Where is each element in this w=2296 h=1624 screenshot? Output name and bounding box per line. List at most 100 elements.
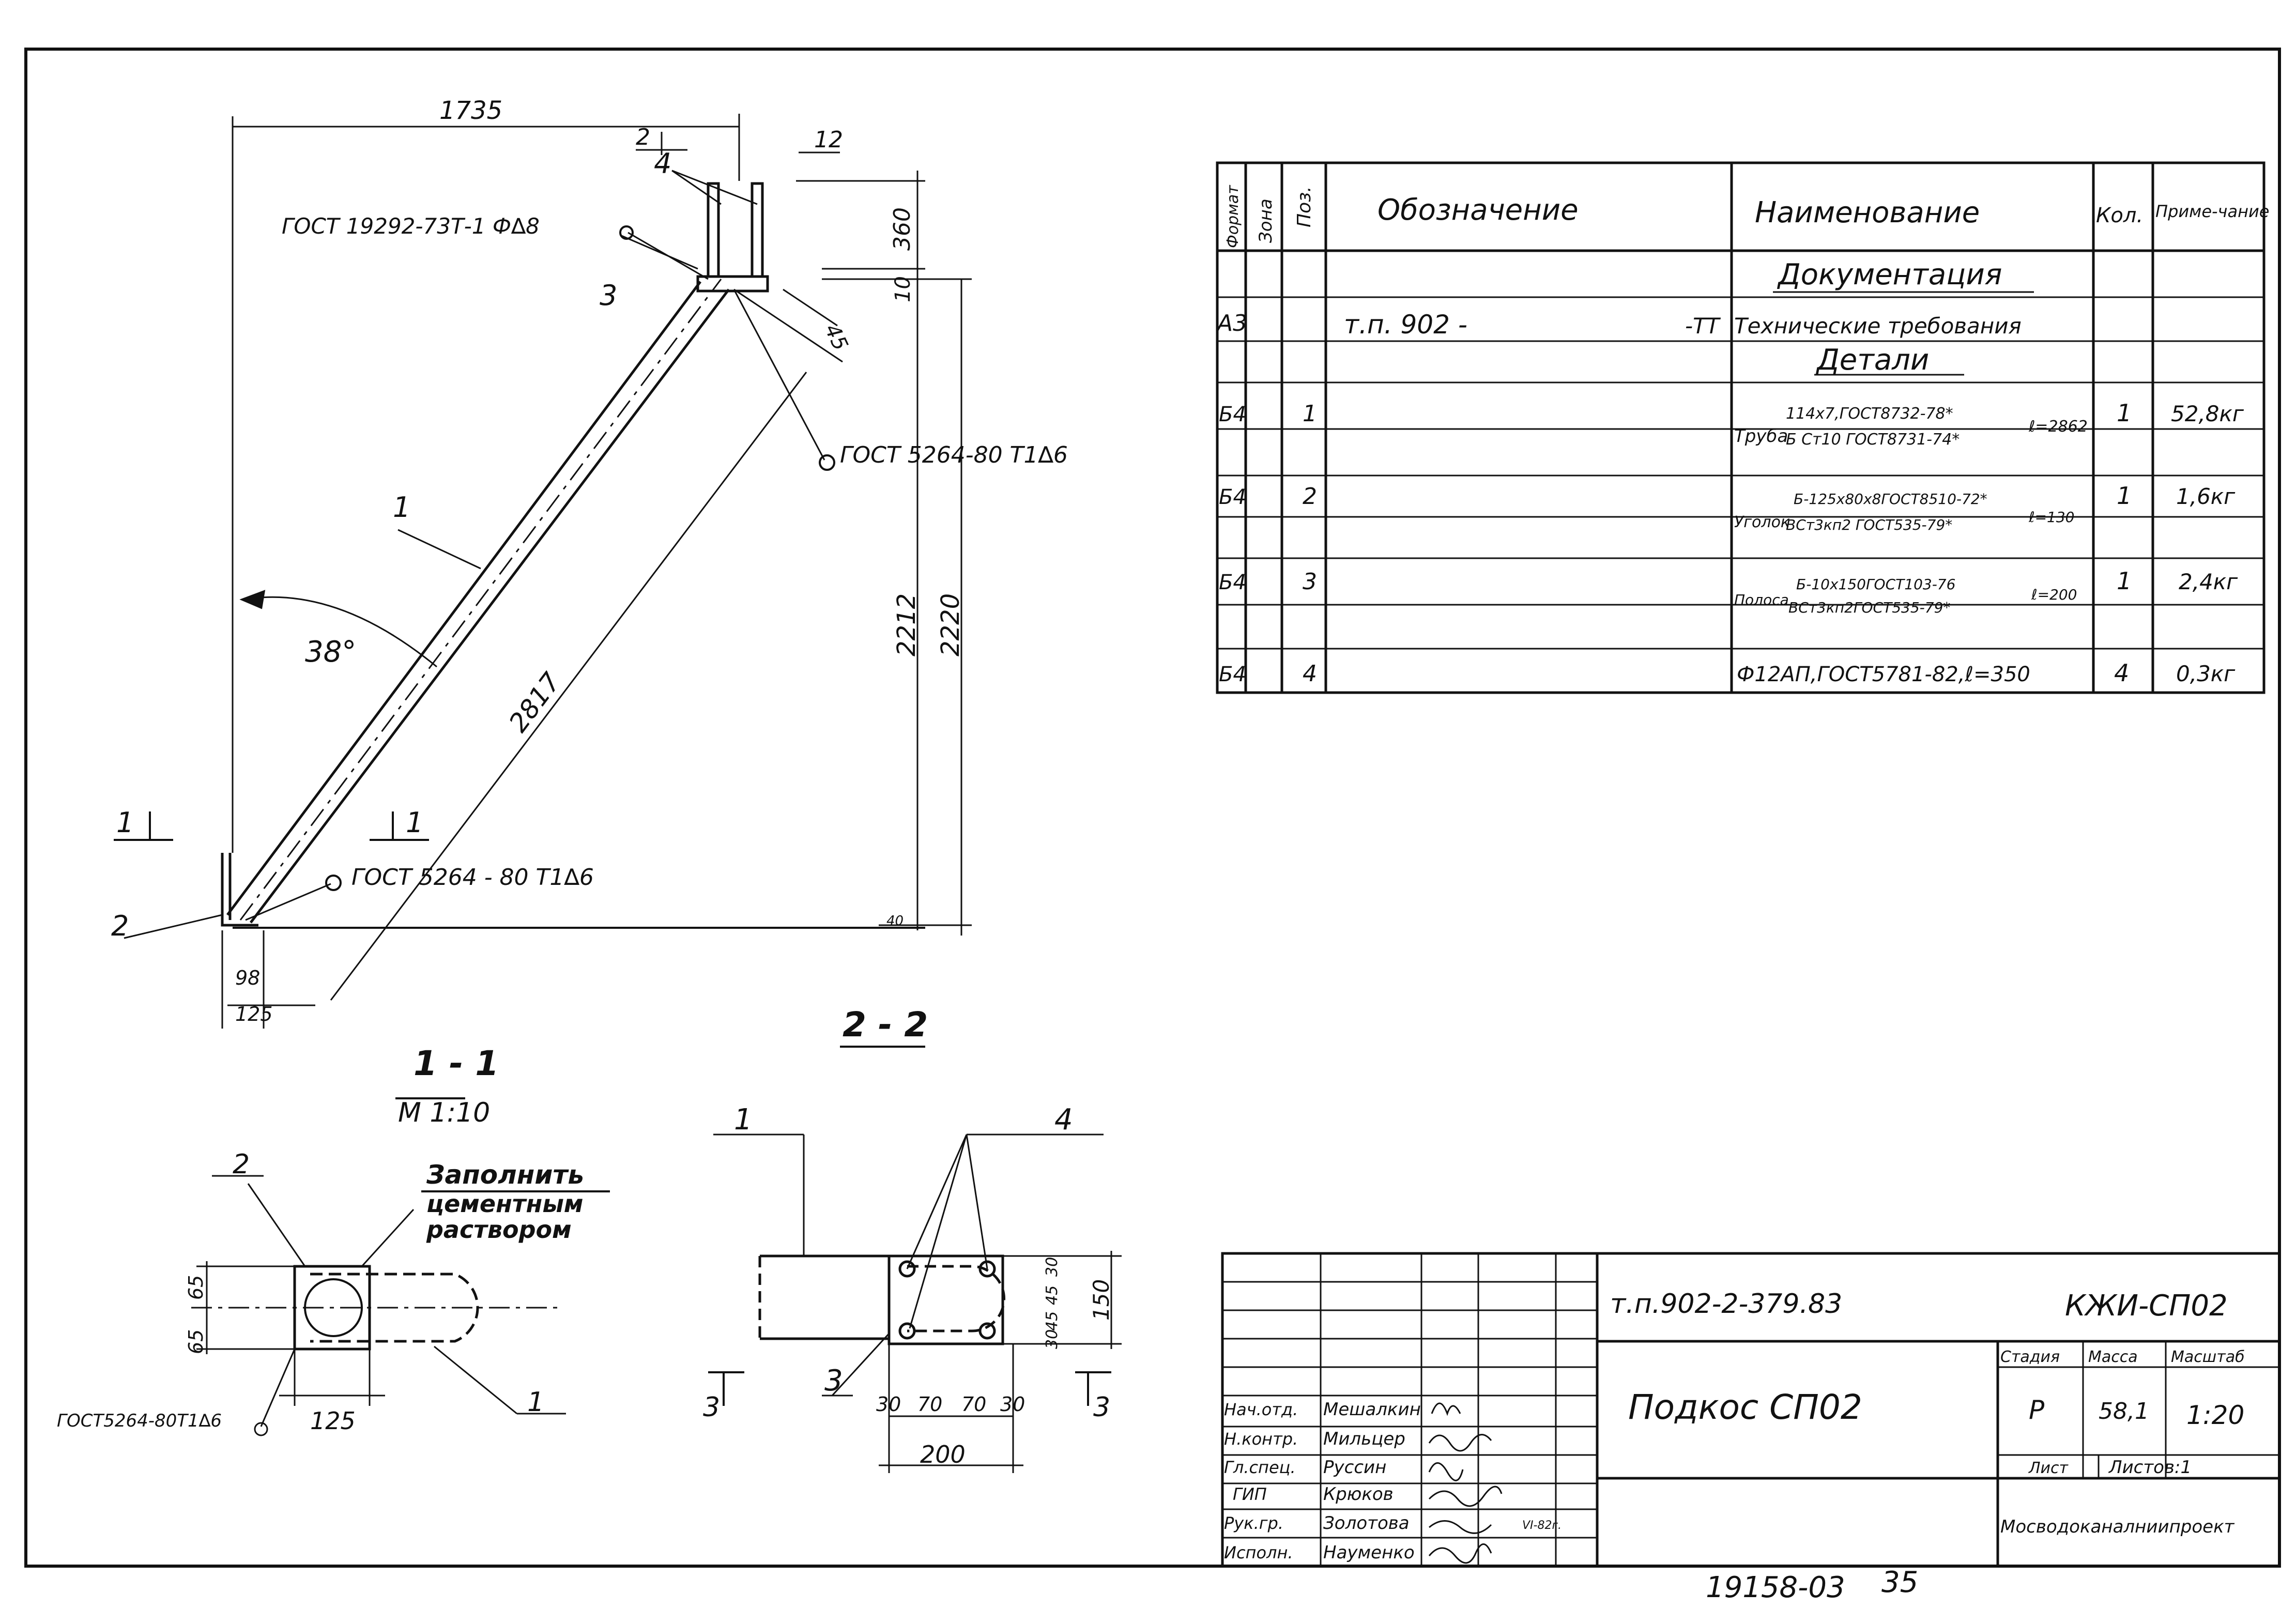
section-1-1-note-2: цементным bbox=[426, 1190, 584, 1218]
spec-row4-note: 0,3кг bbox=[2176, 661, 2236, 686]
dim-1735: 1735 bbox=[439, 96, 502, 125]
title-block-sheet-code: КЖИ-СП02 bbox=[2065, 1289, 2228, 1323]
title-block-title: Подкос СП02 bbox=[1628, 1387, 1862, 1427]
spec-row3-pos: 3 bbox=[1303, 569, 1317, 595]
title-block-sheet-label: Лист bbox=[2028, 1459, 2069, 1477]
section-2-2-pos1: 1 bbox=[734, 1103, 753, 1137]
spec-row2-pos: 2 bbox=[1303, 483, 1317, 510]
section-1-1-dim-65a: 65 bbox=[185, 1329, 207, 1354]
spec-row2-qty: 1 bbox=[2117, 482, 2132, 510]
spec-row1-pos: 1 bbox=[1303, 401, 1317, 427]
spec-header-zone: Зона bbox=[1256, 198, 1276, 243]
pos-label-4: 4 bbox=[654, 147, 671, 180]
person-name-6: Науменко bbox=[1323, 1542, 1415, 1563]
spec-header-pos: Поз. bbox=[1294, 186, 1315, 227]
spec-row3-format: Б4 bbox=[1219, 571, 1246, 594]
elevation-labels: 1735 2 12 360 10 2212 2220 45 2817 38° 9… bbox=[111, 96, 1068, 1025]
spec-header-name: Наименование bbox=[1755, 196, 1980, 229]
section-1-1-weld: ГОСТ5264-80Т1∆6 bbox=[57, 1411, 222, 1431]
weld-callout-top: ГОСТ 19292-73Т-1 Ф∆8 bbox=[282, 213, 540, 239]
person-role-2: Н.контр. bbox=[1224, 1429, 1298, 1449]
dim-40: 40 bbox=[886, 913, 904, 929]
section-1-1-pos2: 2 bbox=[233, 1149, 250, 1180]
section-2-2-dim-v2: 45 bbox=[1043, 1285, 1061, 1305]
section-mark-left: 1 bbox=[116, 806, 134, 839]
spec-doc-format: А3 bbox=[1216, 310, 1247, 336]
spec-row4-qty: 4 bbox=[2114, 659, 2129, 687]
person-name-3: Руссин bbox=[1323, 1457, 1386, 1478]
spec-header-note: Приме-чание bbox=[2155, 202, 2269, 221]
section-1-1-note-1: Заполнить bbox=[426, 1160, 584, 1190]
section-2-2-dim-70a: 70 bbox=[917, 1393, 942, 1416]
spec-row1-note: 52,8кг bbox=[2171, 401, 2244, 426]
section-2-2-dim-200: 200 bbox=[920, 1441, 966, 1468]
spec-doc-designation: т.п. 902 - bbox=[1344, 310, 1467, 340]
section-2-2-pos3: 3 bbox=[824, 1364, 843, 1398]
title-block: т.п.902-2-379.83 КЖИ-СП02 Подкос СП02 Ст… bbox=[1221, 1252, 2281, 1568]
spec-header-qty: Кол. bbox=[2096, 204, 2143, 227]
spec-row1-name-len: ℓ=2862 bbox=[2028, 418, 2088, 436]
spec-header-format: Формат bbox=[1224, 185, 1242, 248]
spec-row2-format: Б4 bbox=[1219, 485, 1246, 509]
title-block-mass-label: Масса bbox=[2088, 1348, 2138, 1366]
spec-row3-name-bottom: ВСт3кп2ГОСТ535-79* bbox=[1788, 599, 1950, 616]
spec-row1-name-top: 114х7,ГОСТ8732-78* bbox=[1786, 405, 1953, 423]
spec-row4-pos: 4 bbox=[1303, 661, 1317, 687]
pos-label-2: 2 bbox=[111, 910, 129, 942]
spec-row3-note: 2,4кг bbox=[2179, 569, 2238, 594]
title-block-scale-label: Масштаб bbox=[2171, 1348, 2245, 1366]
pos-label-1: 1 bbox=[393, 491, 410, 524]
section-2-2-dim-70b: 70 bbox=[961, 1393, 986, 1416]
spec-row1-name-main: Труба bbox=[1734, 426, 1788, 447]
spec-row4-name: Ф12АП,ГОСТ5781-82,ℓ=350 bbox=[1737, 663, 2030, 686]
spec-table: Формат Зона Поз. Обозначение Наименовани… bbox=[1216, 161, 2269, 694]
section-2-2-dim-v4: 30 bbox=[1043, 1329, 1061, 1349]
person-name-4: Крюков bbox=[1323, 1484, 1394, 1505]
person-role-3: Гл.спец. bbox=[1224, 1458, 1296, 1477]
spec-row3-qty: 1 bbox=[2117, 567, 2132, 595]
person-name-2: Мильцер bbox=[1323, 1429, 1405, 1449]
title-block-scale: 1:20 bbox=[2186, 1400, 2244, 1430]
person-role-1: Нач.отд. bbox=[1224, 1400, 1298, 1419]
spec-section-parts: Детали bbox=[1815, 343, 1929, 377]
spec-doc-name: Технические требования bbox=[1734, 313, 2022, 339]
section-2-2: 2 - 2 1 4 3 30 70 70 30 200 150 30 45 45… bbox=[703, 1005, 1122, 1473]
section-1-1-dim-125: 125 bbox=[310, 1407, 356, 1435]
section-1-1-note-3: раствором bbox=[426, 1216, 572, 1244]
dim-gap-2: 2 bbox=[636, 124, 650, 150]
section-2-2-cut-left: 3 bbox=[703, 1392, 720, 1423]
person-role-5: Рук.гр. bbox=[1224, 1513, 1283, 1533]
section-1-1-pos1: 1 bbox=[527, 1387, 544, 1418]
section-1-1-scale: М 1:10 bbox=[398, 1097, 490, 1128]
spec-row3-name-len: ℓ=200 bbox=[2031, 586, 2077, 603]
title-block-mass: 58,1 bbox=[2099, 1398, 2149, 1424]
spec-row2-note: 1,6кг bbox=[2176, 484, 2236, 509]
section-2-2-dim-30b: 30 bbox=[1000, 1393, 1025, 1416]
dim-98: 98 bbox=[235, 967, 260, 989]
person-name-1: Мешалкин bbox=[1323, 1399, 1421, 1420]
pos-label-3: 3 bbox=[600, 279, 617, 312]
section-2-2-dim-30a: 30 bbox=[876, 1393, 901, 1416]
spec-section-docs: Документация bbox=[1777, 258, 2002, 292]
title-block-stage-label: Стадия bbox=[2000, 1348, 2060, 1366]
angle-38: 38° bbox=[305, 635, 356, 669]
person-role-4: ГИП bbox=[1233, 1484, 1267, 1504]
section-2-2-dim-150: 150 bbox=[1089, 1279, 1114, 1321]
footer-page: 35 bbox=[1881, 1566, 1918, 1599]
section-1-1: 1 - 1 М 1:10 2 1 Заполнить цементным рас… bbox=[57, 1044, 610, 1436]
dim-2212: 2212 bbox=[892, 593, 921, 656]
dim-2220: 2220 bbox=[936, 593, 965, 656]
spec-row2-name-len: ℓ=130 bbox=[2028, 509, 2074, 526]
section-2-2-title: 2 - 2 bbox=[843, 1005, 928, 1045]
dim-12: 12 bbox=[814, 127, 843, 153]
spec-doc-designation-suffix: -ТТ bbox=[1685, 313, 1721, 339]
spec-row1-format: Б4 bbox=[1219, 403, 1246, 426]
title-block-code: т.п.902-2-379.83 bbox=[1610, 1289, 1842, 1320]
sheet-frame bbox=[24, 48, 2281, 1568]
title-block-stage: Р bbox=[2029, 1395, 2045, 1425]
person-date-5: VI-82г. bbox=[1522, 1519, 1562, 1532]
title-block-sheets-label: Листов:1 bbox=[2108, 1457, 2192, 1478]
section-2-2-cut-right: 3 bbox=[1093, 1392, 1110, 1423]
section-2-2-dim-v3: 45 bbox=[1043, 1311, 1061, 1331]
